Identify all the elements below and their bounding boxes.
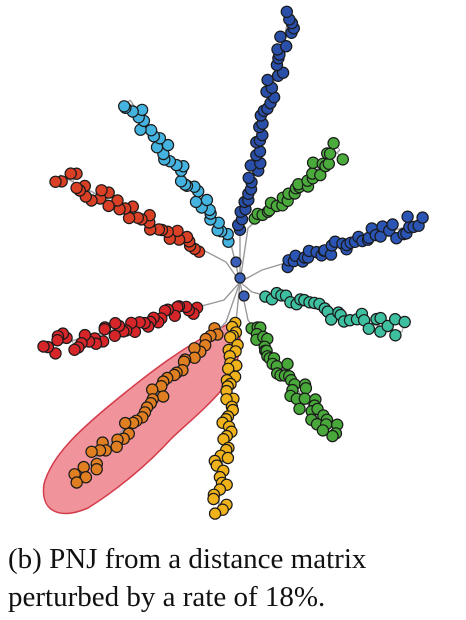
- tree-node-cyan: [200, 193, 214, 207]
- tree-node-red-upper: [70, 181, 83, 195]
- tree-node-cyan: [174, 174, 188, 188]
- tree-node-red-upper: [102, 199, 115, 213]
- tree-node-cyan: [144, 123, 158, 137]
- tree-node-yellow: [223, 331, 237, 344]
- tree-node-green-lower: [326, 429, 339, 443]
- tree-node-blue-right: [401, 210, 414, 223]
- tree-node-blue-right: [416, 211, 429, 224]
- tree-node-orange-highlighted: [118, 416, 132, 430]
- tree-root-node: [238, 290, 250, 302]
- tree-node-blue-top: [274, 30, 287, 43]
- tree-node-green-lower: [298, 392, 311, 405]
- caption-line-1: (b) PNJ from a distance matrix: [8, 543, 367, 575]
- tree-node-teal: [362, 322, 375, 335]
- tree-node-teal: [389, 329, 402, 342]
- tree-node-green-upper: [336, 153, 349, 166]
- tree-node-green-lower: [293, 402, 306, 416]
- tree-node-red-upper: [95, 184, 108, 197]
- tree-node-blue-right: [386, 218, 399, 231]
- tree-node-red-lower: [37, 340, 50, 353]
- tree-node-blue-top: [261, 73, 274, 87]
- tree-node-red-lower: [68, 343, 81, 356]
- tree-node-cyan: [117, 100, 131, 113]
- tree-node-yellow: [208, 507, 222, 520]
- tree-node-red-upper: [64, 167, 77, 180]
- tree-node-teal: [374, 311, 387, 325]
- tree-node-teal: [398, 315, 411, 329]
- tree-figure: [37, 5, 429, 520]
- tree-node-red-lower: [51, 334, 64, 347]
- tree-node-blue-top: [280, 5, 293, 19]
- tree-node-orange-highlighted: [110, 440, 123, 453]
- tree-node-yellow: [221, 451, 235, 465]
- tree-node-red-lower: [109, 317, 122, 330]
- tree-root-node: [234, 272, 246, 284]
- tree-node-cyan: [189, 195, 203, 209]
- tree-node-green-lower: [281, 357, 294, 371]
- tree-node-green-lower: [316, 424, 330, 437]
- tree-node-green-lower: [299, 382, 313, 395]
- tree-node-orange-highlighted: [156, 390, 170, 403]
- tree-node-orange-highlighted: [90, 463, 103, 476]
- tree-node-yellow: [207, 492, 220, 506]
- tree-node-green-upper: [327, 136, 340, 150]
- tree-node-blue-top: [242, 171, 255, 185]
- tree-root-node: [230, 256, 242, 268]
- tree-node-blue-top: [280, 40, 293, 53]
- tree-node-orange-highlighted: [70, 476, 83, 489]
- tree-node-green-upper: [322, 157, 335, 170]
- tree-node-red-lower: [98, 323, 111, 336]
- figure-caption: (b) PNJ from a distance matrix perturbed…: [8, 540, 458, 616]
- tree-node-red-upper: [111, 194, 124, 207]
- tree-node-orange-highlighted: [85, 445, 98, 458]
- tree-nodes: [37, 5, 429, 520]
- tree-node-red-lower: [108, 329, 122, 342]
- tree-node-green-upper: [323, 147, 337, 160]
- tree-node-red-upper: [49, 175, 62, 188]
- caption-line-2: perturbed by a rate of 18%.: [8, 581, 326, 613]
- tree-node-orange-highlighted: [79, 471, 93, 484]
